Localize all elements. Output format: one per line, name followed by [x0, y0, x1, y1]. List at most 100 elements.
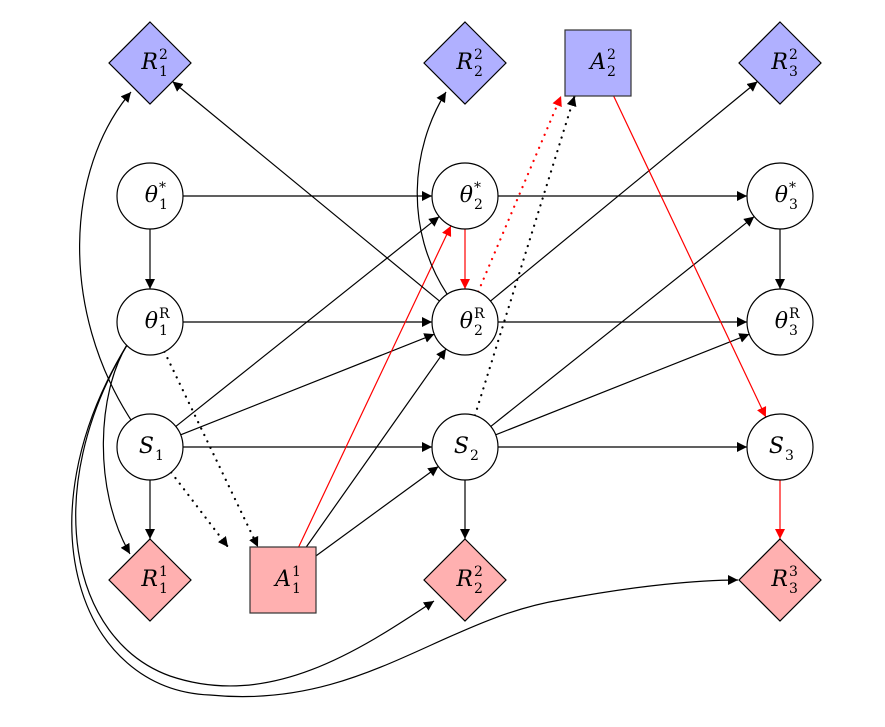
node-label-sup: *	[474, 180, 481, 196]
circle-shape	[746, 288, 814, 356]
node-label-sup: 2	[474, 47, 483, 63]
node-label-base: A	[273, 567, 291, 592]
edge-th1r-to-R33	[71, 344, 739, 698]
node-label-sup: 2	[607, 47, 616, 63]
node-label-sub: 3	[789, 323, 798, 339]
node-label-sub: 1	[159, 581, 168, 597]
edge-A11-to-th2r	[305, 348, 447, 548]
node-label-base: A	[588, 50, 606, 75]
node-label-sup: 1	[159, 564, 168, 580]
diamond-shape	[423, 21, 507, 105]
node-label-sub: 1	[159, 64, 168, 80]
edge-th1r-to-R22_bot	[75, 344, 435, 687]
node-label-base: R	[140, 567, 158, 592]
diamond-shape	[108, 21, 192, 105]
diamond-shape	[738, 21, 822, 105]
node-label-sub: 1	[292, 581, 301, 597]
node-label-sub: 3	[785, 448, 794, 464]
edge-th2r-to-A22	[477, 94, 563, 293]
node-label-sup: *	[159, 180, 166, 196]
node-label-sup: 3	[789, 564, 798, 580]
node-label-sup: R	[474, 306, 485, 322]
node-label-sup: 2	[159, 47, 168, 63]
edge-th2r-to-R12_top	[172, 81, 440, 302]
edge-S2-to-A22	[473, 94, 577, 417]
circle-shape	[746, 162, 814, 230]
node-label-sup: 1	[292, 564, 301, 580]
node-label-base: S	[454, 434, 469, 459]
node-label-sub: 2	[474, 64, 483, 80]
node-label-sub: 1	[155, 448, 164, 464]
circle-shape	[116, 413, 184, 481]
edges	[71, 81, 785, 698]
edge-S2-to-th3r	[495, 333, 750, 436]
circle-shape	[116, 162, 184, 230]
node-label-sub: 3	[789, 581, 798, 597]
node-label-sub: 2	[474, 323, 483, 339]
edge-S2-to-th3s	[490, 216, 755, 427]
node-label-sub: 2	[474, 197, 483, 213]
node-label-sup: R	[159, 306, 170, 322]
edge-th2r-to-R22_top	[416, 91, 448, 295]
circle-shape	[116, 288, 184, 356]
node-label-base: R	[140, 50, 158, 75]
node-label-base: θ	[460, 309, 473, 334]
circle-shape	[431, 162, 499, 230]
node-label-sub: 2	[470, 448, 479, 464]
node-label-base: R	[455, 50, 473, 75]
node-th1s: θ*1	[116, 162, 184, 230]
edge-S1-to-R12_top	[79, 91, 132, 421]
edge-th1r-to-R11	[102, 344, 131, 555]
edge-S1-to-th2s	[175, 216, 440, 427]
node-label-sub: 3	[789, 197, 798, 213]
node-label-sup: R	[789, 306, 800, 322]
node-label-base: R	[455, 567, 473, 592]
node-label-base: θ	[145, 309, 158, 334]
node-th2s: θ*2	[431, 162, 499, 230]
edge-S1-to-A11	[170, 471, 230, 549]
node-label-base: R	[770, 50, 788, 75]
diamond-shape	[108, 538, 192, 622]
node-label-sub: 2	[474, 581, 483, 597]
node-label-sup: 2	[789, 47, 798, 63]
edge-th2r-to-R32_top	[490, 81, 758, 302]
node-label-base: S	[139, 434, 154, 459]
diamond-shape	[738, 538, 822, 622]
node-label-sub: 2	[607, 64, 616, 80]
node-label-sup: 2	[474, 564, 483, 580]
square-shape	[564, 29, 632, 97]
diamond-shape	[423, 538, 507, 622]
node-label-base: θ	[145, 183, 158, 208]
node-label-base: θ	[775, 183, 788, 208]
node-label-base: S	[769, 434, 784, 459]
edge-th1r-to-A11	[163, 350, 260, 549]
node-label-sup: *	[789, 180, 796, 196]
node-label-base: θ	[460, 183, 473, 208]
circle-shape	[431, 413, 499, 481]
node-label-base: θ	[775, 309, 788, 334]
node-label-sub: 1	[159, 197, 168, 213]
edge-A11-to-S2	[315, 465, 439, 557]
node-label-base: R	[770, 567, 788, 592]
node-label-sub: 1	[159, 323, 168, 339]
circle-shape	[431, 288, 499, 356]
square-shape	[249, 546, 317, 614]
edge-A22-to-S3	[613, 95, 767, 418]
node-th3s: θ*3	[746, 162, 814, 230]
